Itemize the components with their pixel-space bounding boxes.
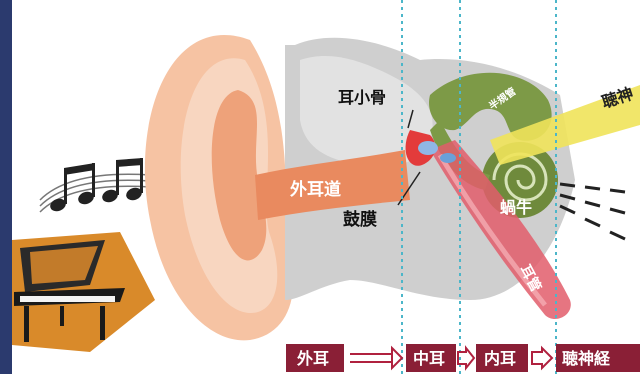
flow-label-inner-ear: 内耳: [484, 349, 516, 368]
eardrum-label: 鼓膜: [343, 209, 377, 230]
flow-label-middle-ear: 中耳: [413, 349, 445, 368]
cochlea-label: 蝸牛: [500, 198, 532, 217]
ear-canal-label: 外耳道: [290, 179, 341, 200]
flow-label-outer-ear: 外耳: [296, 349, 329, 368]
flow-arrow-1: [350, 348, 402, 368]
flow-bar: 外耳 中耳 内耳 聴神経: [286, 344, 640, 372]
flow-arrow-3: [532, 348, 552, 368]
ossicles-label: 耳小骨: [338, 88, 386, 107]
left-band: [0, 0, 12, 374]
music-notes-icon: [40, 158, 150, 213]
flow-label-auditory-nerve: 聴神経: [562, 349, 611, 368]
piano-icon: [12, 232, 155, 352]
